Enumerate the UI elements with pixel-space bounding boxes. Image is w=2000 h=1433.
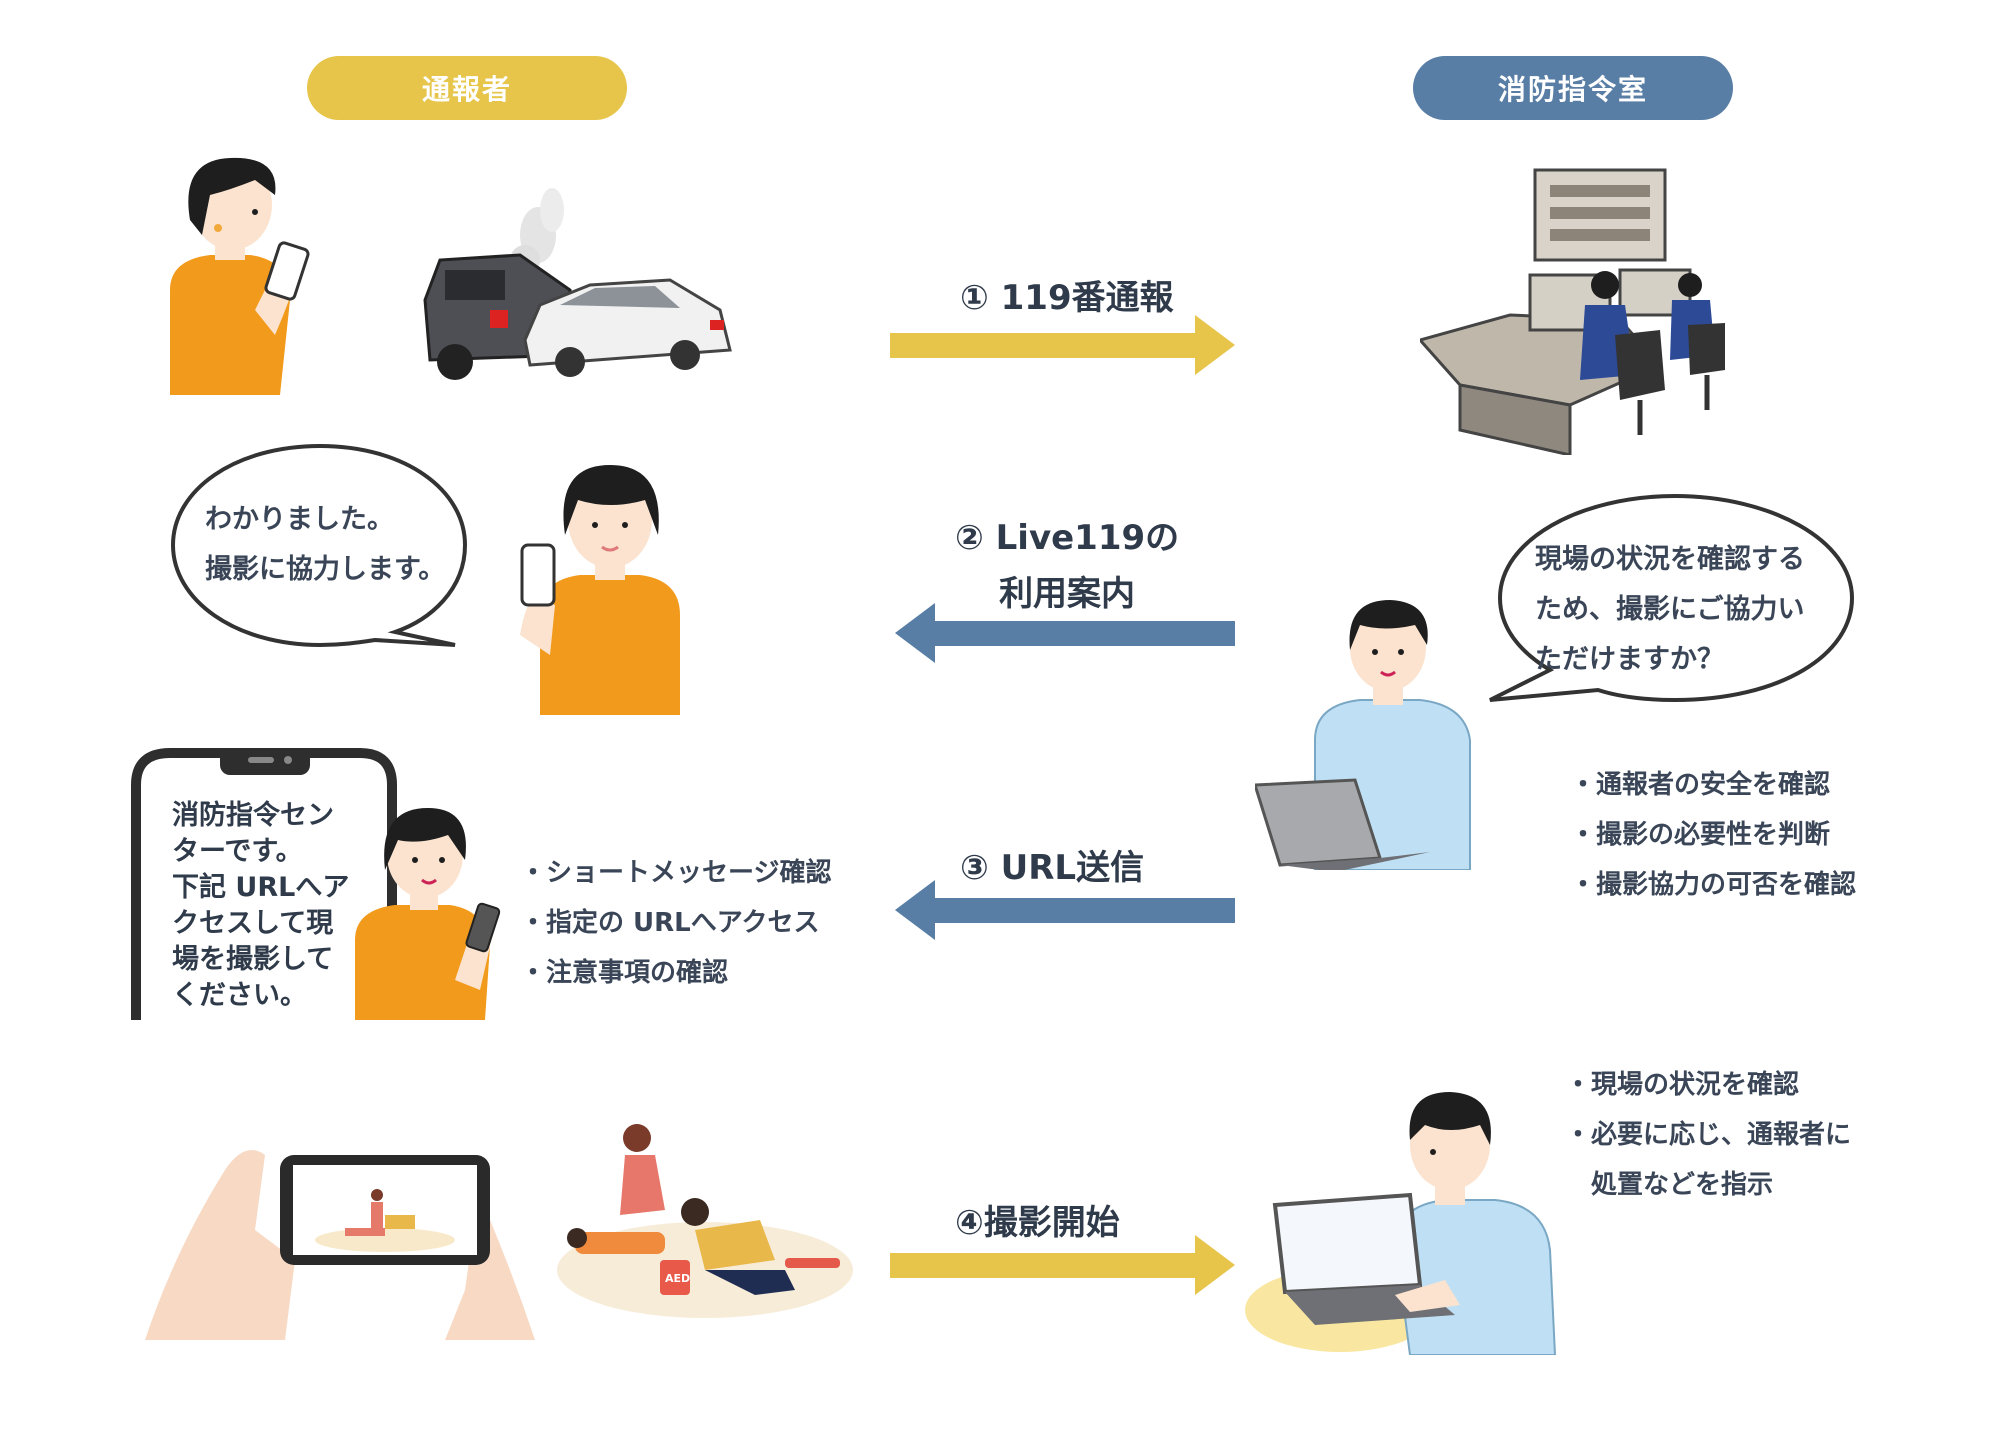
dispatcher-request-line-1: 現場の状況を確認する	[1535, 544, 1805, 575]
dispatcher-instructions-list: ・現場の状況を確認 ・必要に応じ、通報者に 処置などを指示	[1565, 1060, 1851, 1210]
phone-sms-line: クセスして現	[172, 908, 334, 939]
step-2-arrow-left	[895, 603, 1235, 663]
dispatcher-request-line-2: ため、撮影にご協力い	[1535, 594, 1805, 625]
step-1-arrow-right	[890, 315, 1235, 375]
caller-header-pill: 通報者	[307, 56, 627, 120]
step-1-label: ① 119番通報	[960, 278, 1174, 318]
caller-action-item: ・注意事項の確認	[520, 958, 729, 988]
caller-woman-phone-illustration	[520, 465, 680, 715]
smartphone-frame-illustration	[131, 748, 397, 1020]
caller-action-item: ・ショートメッセージ確認	[520, 858, 832, 888]
dispatcher-instruction-item: ・現場の状況を確認	[1565, 1070, 1800, 1100]
caller-action-item: ・指定の URLへアクセス	[520, 908, 820, 938]
dispatcher-man-laptop-illustration	[1255, 600, 1471, 870]
step-4-label: ④撮影開始	[955, 1203, 1120, 1243]
phone-sms-line: 場を撮影して	[172, 944, 334, 975]
svg-text:AED: AED	[665, 1272, 690, 1285]
dispatcher-check-item: ・撮影の必要性を判断	[1570, 820, 1831, 850]
caller-actions-list: ・ショートメッセージ確認 ・指定の URLへアクセス ・注意事項の確認	[520, 848, 831, 998]
caller-reply-line-2: 撮影に協力します。	[205, 554, 446, 585]
phone-sms-line: 消防指令セン	[172, 800, 334, 831]
dispatcher-watching-laptop-illustration	[1245, 1092, 1557, 1355]
dispatch-header-pill: 消防指令室	[1413, 56, 1733, 120]
phone-sms-line: ターです。	[172, 836, 303, 867]
caller-woman-reading-phone-illustration	[355, 808, 501, 1020]
step-2-label: ② Live119の 利用案内	[955, 510, 1179, 622]
control-room-illustration	[1420, 168, 1725, 455]
phone-sms-line: 下記 URLへア	[172, 872, 350, 903]
caller-speech-bubble	[170, 443, 468, 648]
step-2-label-line-2: 利用案内	[999, 574, 1136, 614]
dispatcher-request-text: 現場の状況を確認する ため、撮影にご協力い ただけますか？	[1535, 535, 1805, 685]
dispatcher-check-item: ・通報者の安全を確認	[1570, 770, 1831, 800]
dispatcher-instruction-item: 処置などを指示	[1565, 1170, 1774, 1200]
step-3-label: ③ URL送信	[960, 848, 1145, 888]
step-2-label-line-1: ② Live119の	[955, 518, 1180, 558]
caller-woman-calling-illustration	[170, 157, 310, 395]
step-4-arrow-right	[890, 1235, 1235, 1295]
dispatcher-instruction-item: ・必要に応じ、通報者に	[1565, 1120, 1852, 1150]
phone-sms-line: ください。	[172, 980, 307, 1011]
phone-sms-text: 消防指令セン ターです。 下記 URLへア クセスして現 場を撮影して ください…	[172, 798, 349, 1014]
hands-filming-with-phone-illustration	[145, 1150, 535, 1340]
caller-reply-line-1: わかりました。	[205, 504, 394, 535]
dispatcher-checks-list: ・通報者の安全を確認 ・撮影の必要性を判断 ・撮影協力の可否を確認	[1570, 760, 1856, 910]
dispatcher-request-line-3: ただけますか？	[1535, 644, 1724, 675]
car-crash-illustration	[423, 188, 732, 380]
dispatcher-check-item: ・撮影協力の可否を確認	[1570, 870, 1857, 900]
caller-reply-text: わかりました。 撮影に協力します。	[205, 495, 445, 595]
step-3-arrow-left	[895, 880, 1235, 940]
dispatcher-speech-bubble	[1489, 493, 1855, 703]
cpr-aed-scene-illustration: AED	[557, 1124, 853, 1318]
